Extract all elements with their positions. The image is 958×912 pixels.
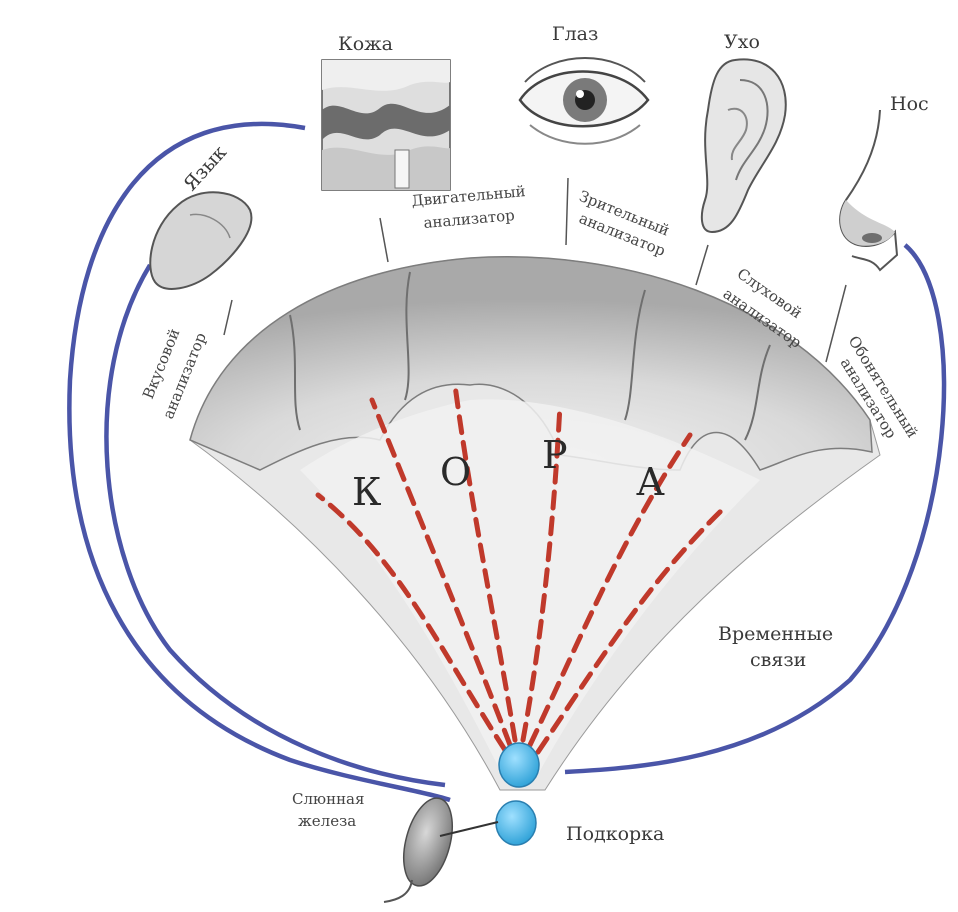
temporary-links-label-1: Временные [718, 623, 833, 645]
visual-analyzer-label: Зрительный анализатор [577, 187, 673, 260]
taste-analyzer-label: Вкусовой анализатор [139, 326, 210, 421]
nose-label: Нос [890, 93, 929, 115]
skin-icon [322, 60, 450, 190]
skin-label: Кожа [338, 33, 393, 55]
tongue-icon [150, 192, 251, 289]
subcortex-node-lower [496, 801, 536, 845]
cortex-letter-1: К [352, 470, 381, 514]
motor-analyzer-label: Двигательный анализатор [411, 182, 526, 232]
motor-analyzer-line-2: анализатор [423, 206, 516, 232]
cortex-letter-3: Р [542, 433, 568, 477]
salivary-gland-label-1: Слюнная [292, 790, 364, 808]
ear-icon [702, 59, 786, 232]
cortex-letter-2: О [440, 450, 471, 494]
salivary-gland-label-2: железа [298, 812, 356, 830]
subcortex-label: Подкорка [566, 823, 664, 845]
salivary-gland-icon [384, 793, 498, 902]
eye-icon [520, 58, 648, 144]
temporary-links-label-2: связи [750, 649, 806, 671]
tongue-label: Язык [179, 141, 231, 195]
subcortex-nodes [496, 743, 539, 845]
eye-label: Глаз [552, 23, 598, 45]
ear-label: Ухо [724, 31, 760, 53]
cortex-letter-4: А [636, 460, 665, 504]
nose-icon [840, 110, 897, 270]
subcortex-node-upper [499, 743, 539, 787]
